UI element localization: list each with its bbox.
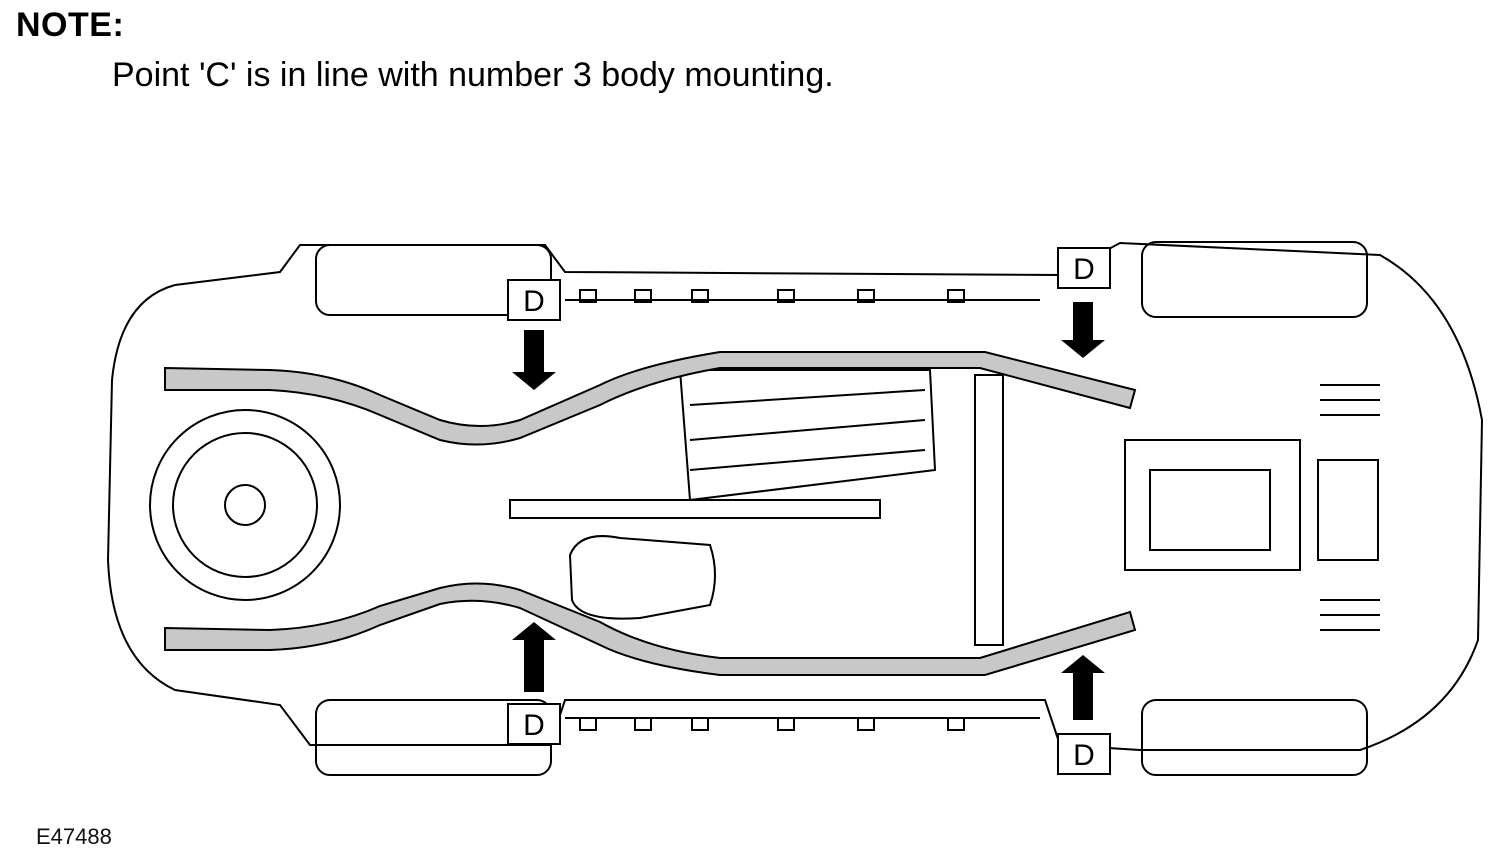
figure-id: E47488: [36, 824, 112, 849]
chassis-rails: [164, 351, 1137, 676]
callout-box-front-left: [1057, 247, 1111, 289]
note-heading: NOTE:: [16, 6, 125, 44]
arrow-front-left: [1061, 302, 1105, 358]
callout-label-rear-right: D: [523, 709, 545, 742]
note-text: Point 'C' is in line with number 3 body …: [112, 56, 834, 94]
fuel-tank: [568, 535, 716, 620]
callout-box-front-right: [1057, 733, 1111, 775]
transmission-panel: [678, 369, 937, 502]
callout-box-rear-right: [507, 703, 561, 745]
radiator: [1317, 384, 1380, 631]
propshaft: [509, 499, 881, 519]
callout-box-rear-left: [507, 279, 561, 321]
callout-label-front-right: D: [1073, 739, 1095, 772]
right-chassis-rail: [164, 582, 1137, 676]
engine: [1124, 439, 1301, 571]
left-chassis-rail: [164, 351, 1137, 446]
spare-wheel: [149, 409, 341, 601]
body-mounts: [579, 289, 965, 731]
front-left-wheel: [1141, 241, 1368, 318]
front-right-wheel: [1141, 699, 1368, 776]
callout-label-front-left: D: [1073, 253, 1095, 286]
crossmember: [974, 374, 1004, 646]
arrow-front-right: [1061, 655, 1105, 720]
callout-arrows: [512, 302, 1105, 720]
arrow-rear-right: [512, 622, 556, 692]
callout-label-rear-left: D: [523, 285, 545, 318]
arrow-rear-left: [512, 330, 556, 390]
